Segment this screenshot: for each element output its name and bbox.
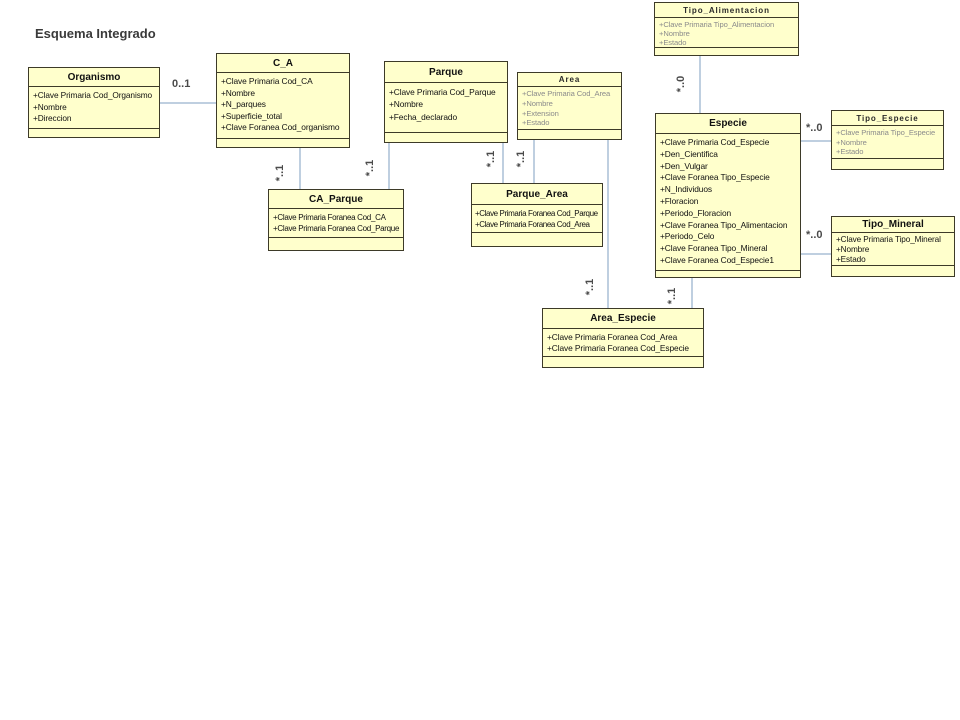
- attribute: +Clave Primaria Cod_Especie: [660, 137, 770, 147]
- class-name: Area_Especie: [543, 309, 703, 329]
- operations-compartment: [832, 158, 943, 169]
- attribute: +Nombre: [389, 99, 423, 110]
- class-tipo-especie: Tipo_Especie +Clave Primaria Tipo_Especi…: [831, 110, 944, 170]
- attribute: +Clave Primaria Foranea Cod_Parque: [475, 209, 598, 218]
- class-tipo-mineral: Tipo_Mineral +Clave Primaria Tipo_Minera…: [831, 216, 955, 277]
- attribute: +Nombre: [836, 244, 870, 254]
- attribute: +Superficie_total: [221, 110, 282, 121]
- class-organismo: Organismo +Clave Primaria Cod_Organismo+…: [28, 67, 160, 138]
- class-name: CA_Parque: [269, 190, 403, 209]
- class-name: C_A: [217, 54, 349, 73]
- attribute: +Clave Foranea Cod_Especie1: [660, 254, 774, 265]
- class-name: Parque: [385, 62, 507, 83]
- attribute: +Clave Foranea Cod_organismo: [221, 122, 340, 133]
- multiplicity-tipoalimentacion-especie: *..0: [675, 75, 687, 93]
- class-parque-area: Parque_Area +Clave Primaria Foranea Cod_…: [471, 183, 603, 247]
- attribute: +Clave Primaria Foranea Cod_Parque: [273, 224, 400, 233]
- operations-compartment: [472, 232, 602, 246]
- attribute-list: +Clave Primaria Cod_CA+Nombre+N_parques+…: [217, 73, 349, 138]
- attribute-list: +Clave Primaria Foranea Cod_Parque +Clave…: [472, 205, 602, 232]
- attribute-list: +Clave Primaria Tipo_Especie+Nombre+Esta…: [832, 126, 943, 158]
- class-ca-parque: CA_Parque +Clave Primaria Foranea Cod_CA…: [268, 189, 404, 251]
- attribute: +N_Individuos: [660, 184, 713, 195]
- operations-compartment: [217, 138, 349, 147]
- class-area-especie: Area_Especie +Clave Primaria Foranea Cod…: [542, 308, 704, 368]
- operations-compartment: [269, 237, 403, 250]
- class-name: Organismo: [29, 68, 159, 87]
- multiplicity-parque-parquearea: *..1: [485, 150, 497, 168]
- class-ca: C_A +Clave Primaria Cod_CA+Nombre+N_parq…: [216, 53, 350, 148]
- attribute: +Fecha_declarado: [389, 111, 458, 122]
- attribute: +Clave Primaria Cod_Organismo: [33, 90, 153, 100]
- attribute: +Periodo_Celo: [660, 231, 715, 242]
- multiplicity-especie-tipoespecie: *..0: [806, 122, 823, 134]
- attribute: +Estado: [522, 118, 550, 128]
- attribute: +Clave Primaria Foranea Cod_Area: [547, 332, 678, 342]
- operations-compartment: [832, 265, 954, 276]
- attribute: +Clave Primaria Cod_CA: [221, 76, 313, 86]
- attribute: +Nombre: [522, 98, 553, 108]
- multiplicity-especie-areaespecie: *..1: [666, 287, 678, 305]
- diagram-title: Esquema Integrado: [35, 26, 156, 41]
- class-especie: Especie +Clave Primaria Cod_Especie+Den_…: [655, 113, 801, 278]
- attribute: +Den_Vulgar: [660, 160, 708, 171]
- operations-compartment: [29, 128, 159, 137]
- attribute: +Direccion: [33, 113, 72, 123]
- operations-compartment: [385, 132, 507, 142]
- attribute: +Nombre: [33, 101, 67, 112]
- operations-compartment: [518, 129, 621, 139]
- attribute: +Periodo_Floracion: [660, 207, 732, 218]
- attribute: +Nombre: [836, 137, 867, 147]
- class-tipo-alimentacion: Tipo_Alimentacion +Clave Primaria Tipo_A…: [654, 2, 799, 56]
- class-name: Parque_Area: [472, 184, 602, 205]
- operations-compartment: [655, 47, 798, 55]
- multiplicity-area-areaespecie: *..1: [584, 278, 596, 296]
- attribute: +Extension: [522, 108, 559, 118]
- operations-compartment: [543, 356, 703, 367]
- class-name: Area: [518, 73, 621, 87]
- attribute: +Estado: [836, 147, 864, 157]
- attribute: +Den_Cientifica: [660, 148, 718, 159]
- attribute: +Clave Primaria Cod_Area: [522, 89, 611, 98]
- multiplicity-ca-caparque: *..1: [274, 164, 286, 182]
- attribute-list: +Clave Primaria Foranea Cod_Area+Clave P…: [543, 329, 703, 356]
- attribute: +Clave Primaria Tipo_Alimentacion: [659, 20, 775, 29]
- attribute: +Clave Primaria Tipo_Especie: [836, 128, 936, 137]
- multiplicity-area-parquearea: *..1: [515, 150, 527, 168]
- attribute: +Clave Primaria Foranea Cod_Especie: [547, 343, 689, 353]
- attribute-list: +Clave Primaria Foranea Cod_CA +Clave Pri…: [269, 209, 403, 237]
- attribute: +N_parques: [221, 99, 266, 110]
- attribute: +Clave Primaria Tipo_Mineral: [836, 235, 941, 244]
- attribute: +Estado: [836, 254, 866, 264]
- class-name: Tipo_Mineral: [832, 217, 954, 233]
- attribute-list: +Clave Primaria Tipo_Mineral+Nombre+Esta…: [832, 233, 954, 265]
- class-parque: Parque +Clave Primaria Cod_Parque +Nombre…: [384, 61, 508, 143]
- attribute-list: +Clave Primaria Tipo_Alimentacion+Nombre…: [655, 18, 798, 47]
- attribute: +Floracion: [660, 195, 699, 206]
- multiplicity-especie-tipomineral: *..0: [806, 229, 823, 241]
- operations-compartment: [656, 270, 800, 277]
- attribute: +Nombre: [221, 87, 255, 98]
- attribute: +Clave Foranea Tipo_Especie: [660, 172, 770, 183]
- class-name: Tipo_Especie: [832, 111, 943, 126]
- attribute: +Estado: [659, 38, 687, 47]
- class-name: Especie: [656, 114, 800, 134]
- attribute: +Nombre: [659, 29, 690, 38]
- attribute: +Clave Foranea Tipo_Alimentacion: [660, 219, 788, 230]
- attribute-list: +Clave Primaria Cod_Area+Nombre+Extensio…: [518, 87, 621, 129]
- attribute-list: +Clave Primaria Cod_Parque +Nombre+Fecha_…: [385, 83, 507, 132]
- attribute: +Clave Primaria Foranea Cod_Area: [475, 220, 590, 229]
- multiplicity-organismo-ca: 0..1: [172, 78, 191, 90]
- attribute: +Clave Primaria Cod_Parque: [389, 87, 496, 97]
- multiplicity-parque-caparque: *..1: [364, 159, 376, 177]
- attribute: +Clave Primaria Foranea Cod_CA: [273, 213, 386, 222]
- class-area: Area +Clave Primaria Cod_Area+Nombre+Ext…: [517, 72, 622, 140]
- attribute-list: +Clave Primaria Cod_Organismo+Nombre+Dir…: [29, 87, 159, 128]
- class-name: Tipo_Alimentacion: [655, 3, 798, 18]
- attribute-list: +Clave Primaria Cod_Especie+Den_Cientifi…: [656, 134, 800, 270]
- attribute: +Clave Foranea Tipo_Mineral: [660, 243, 768, 254]
